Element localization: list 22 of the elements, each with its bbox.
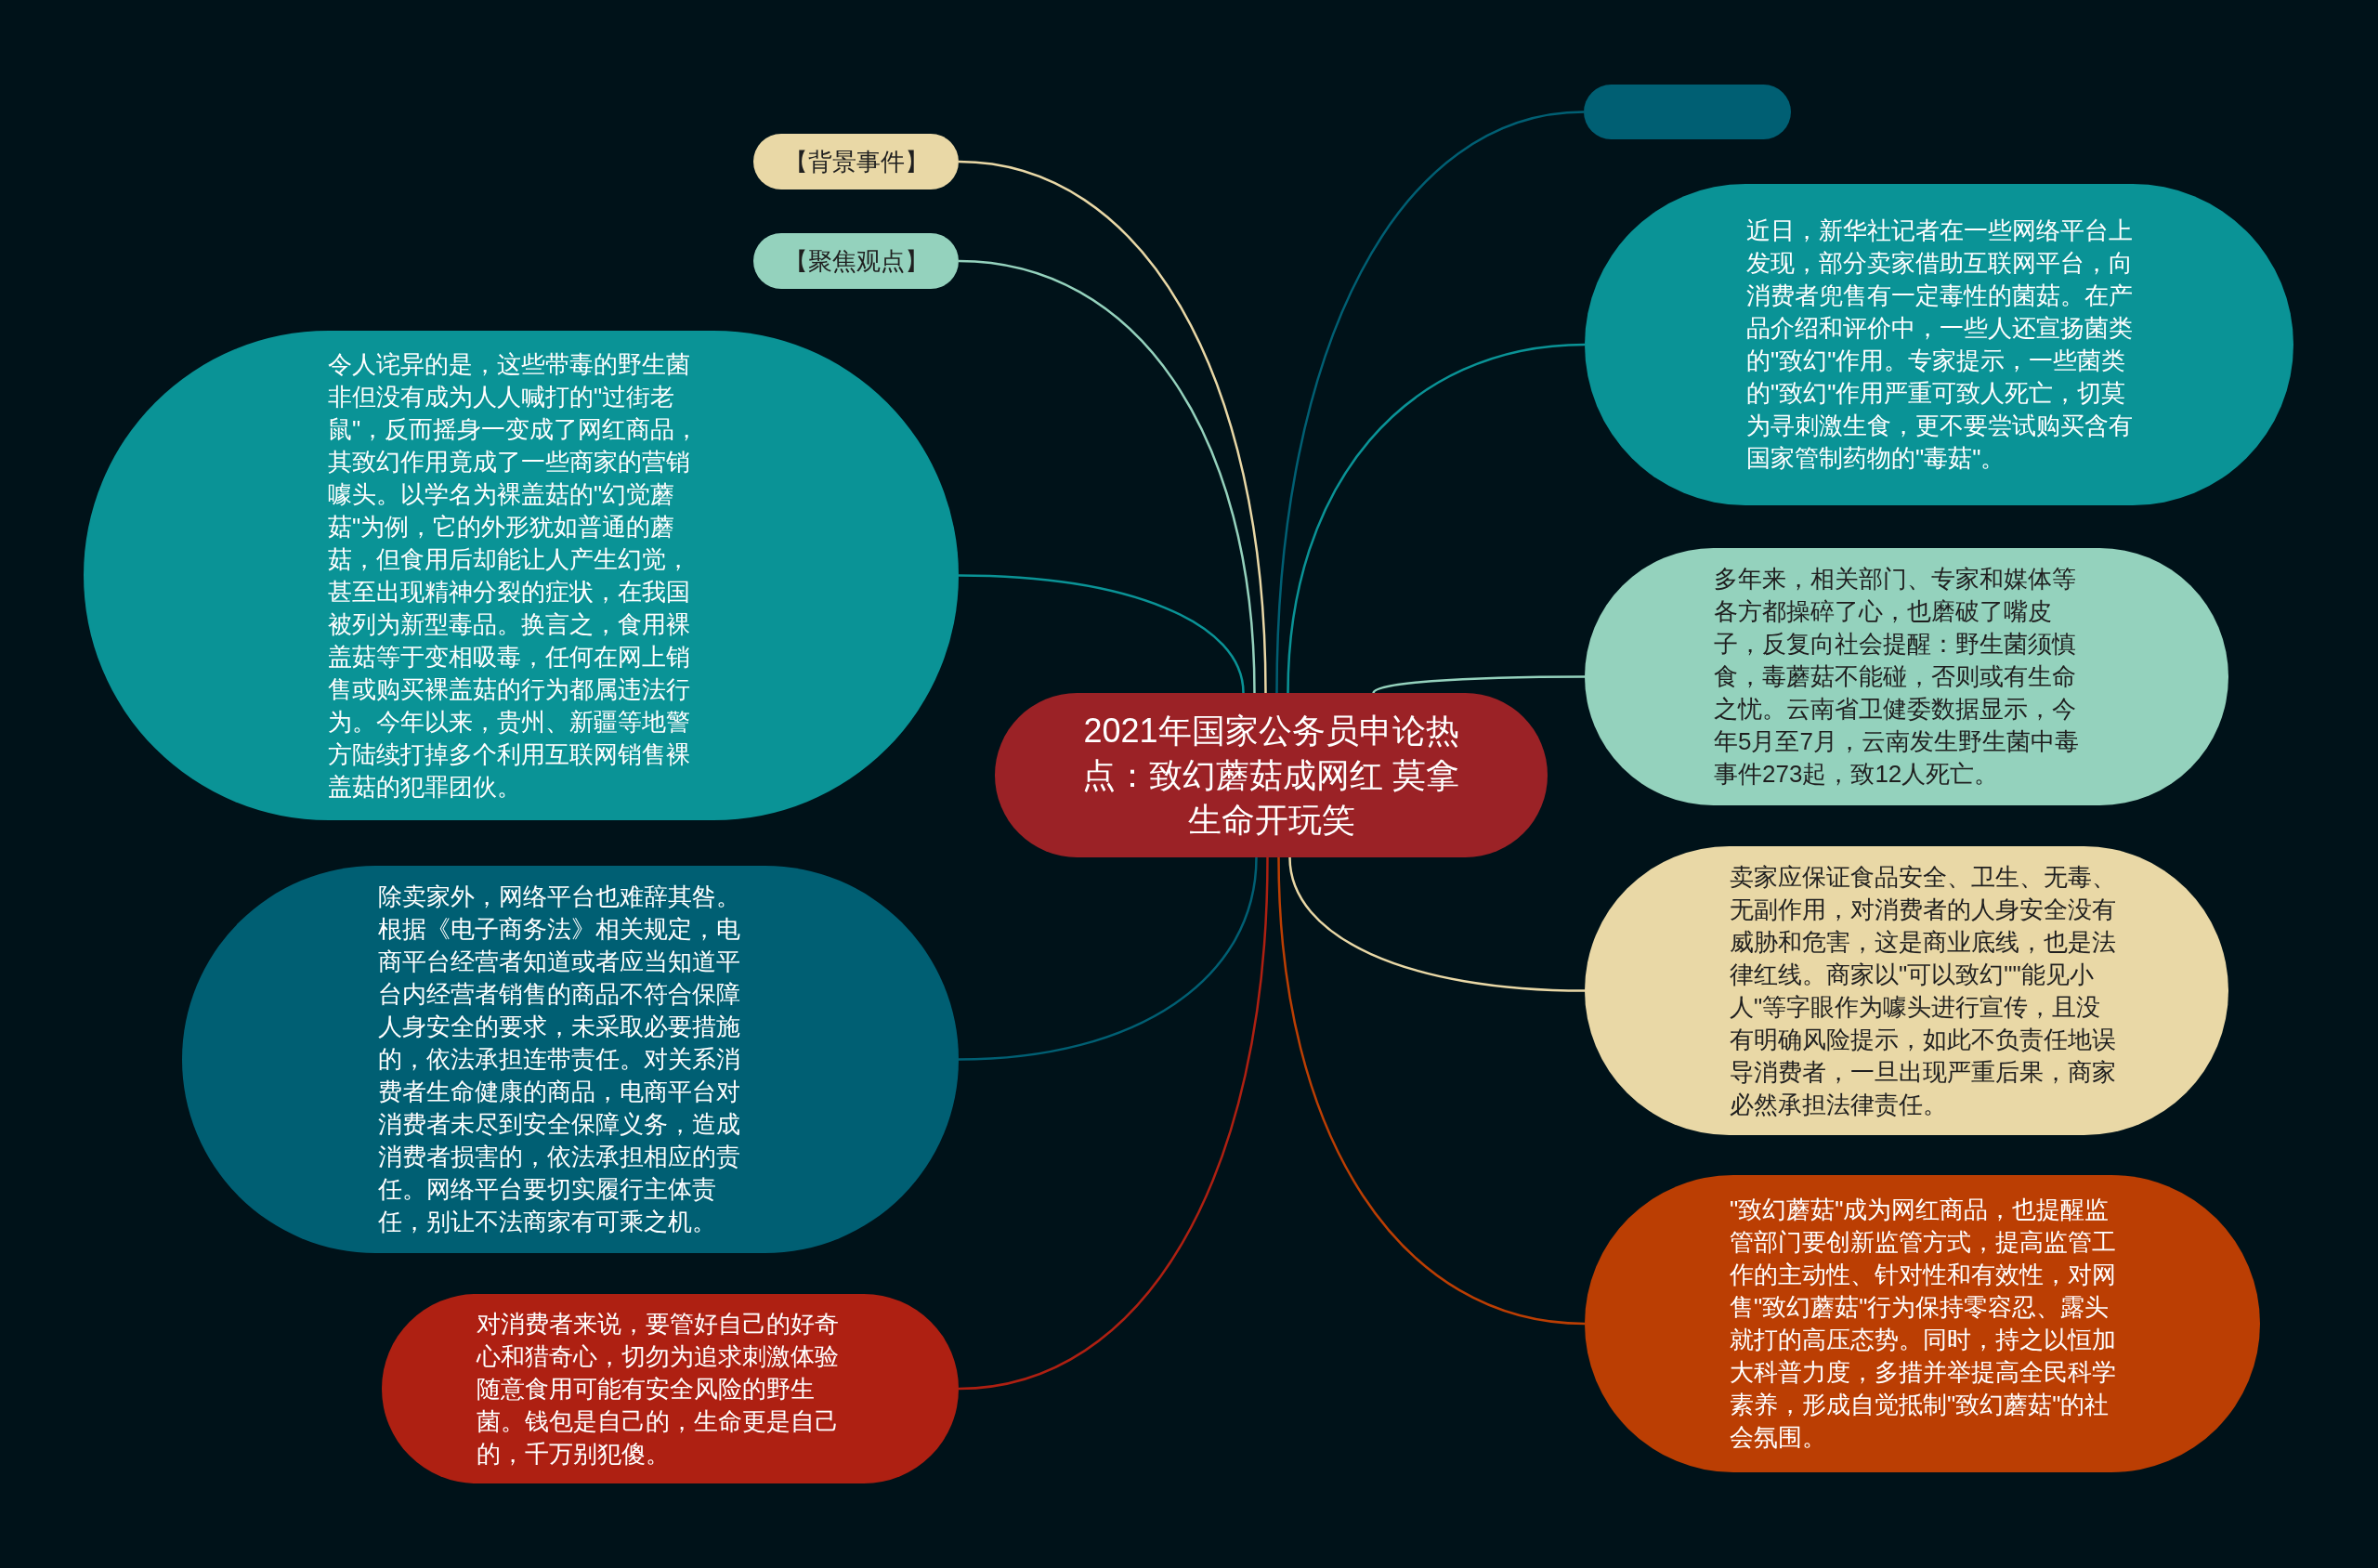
paragraph-text: 近日，新华社记者在一些网络平台上发现，部分卖家借助互联网平台，向消费者兜售有一定毒性的菌菇。在产品介绍和评价中，一些人还宣扬菌类的"致幻"作用。专家提示，一些菌类的"致幻"作用严重可致人死亡，切莫为寻刺激生食，更不要尝试购买含有国家管制药物的"毒菇"。 (1746, 216, 2134, 474)
tag-label: 【聚焦观点】 (783, 246, 929, 277)
paragraph-text: 对消费者来说，要管好自己的好奇心和猎奇心，切勿为追求刺激体验随意食用可能有安全风险的野生菌。钱包是自己的，生命更是自己的，千万别犯傻。 (477, 1308, 840, 1470)
connector-curve (1288, 856, 1586, 992)
paragraph-text: 卖家应保证食品安全、卫生、无毒、无副作用，对消费者的人身安全没有威胁和危害，这是商业底线，也是法律红线。商家以"可以致幻""能见小人"等字眼作为噱头进行宣传，且没有明确风险提示，如此不负责任地误导消费者，一旦出现严重后果，商家必然承担法律责任。 (1730, 861, 2117, 1120)
connector-curve (958, 160, 1267, 694)
connector-curve (958, 856, 1258, 1061)
connector-curve (958, 856, 1269, 1391)
category-tag (753, 233, 959, 289)
connector-curve (1275, 111, 1585, 694)
connector-curve (958, 259, 1256, 694)
category-tag (753, 134, 959, 189)
paragraph-text: 多年来，相关部门、专家和媒体等各方都操碎了心，也磨破了嘴皮子，反复向社会提醒：野生菌须慎食，毒蘑菇不能碰，否则或有生命之忧。云南省卫健委数据显示，今年5月至7月，云南发生野生菌中毒事件273起，致12人死亡。 (1714, 564, 2080, 790)
paragraph-text: "致幻蘑菇"成为网红商品，也提醒监管部门要创新监管方式，提高监管工作的主动性、针对性和有效性，对网售"致幻蘑菇"行为保持零容忍、露头就打的高压态势。同时，持之以恒加大科普力度，多措并举提高全民科学素养，形成自觉抵制"致幻蘑菇"的社会氛围。 (1730, 1195, 2117, 1453)
connector-curve (1287, 343, 1586, 694)
paragraph-text: 除卖家外，网络平台也难辞其咎。根据《电子商务法》相关规定，电商平台经营者知道或者应当知道平台内经营者销售的商品不符合保障人身安全的要求，未采取必要措施的，依法承担连带责任。对关系消费者生命健康的商品，电商平台对消费者未尽到安全保障义务，造成消费者损害的，依法承担相应的责任。网络平台要切实履行主体责任，别让不法商家有可乘之机。 (378, 882, 741, 1237)
connector-curve (1372, 675, 1585, 694)
tag-label: 【背景事件】 (783, 147, 929, 177)
topic-title: 2021年国家公务员申论热点：致幻蘑菇成网红 莫拿生命开玩笑 (1081, 710, 1461, 841)
connector-curve (958, 574, 1245, 694)
paragraph-text: 令人诧异的是，这些带毒的野生菌非但没有成为人人喊打的"过街老鼠"，反而摇身一变成了网红商品，其致幻作用竟成了一些商家的营销噱头。以学名为裸盖菇的"幻觉蘑菇"为例，它的外形犹如普通的蘑菇，但食用后却能让人产生幻觉，甚至出现精神分裂的症状，在我国被列为新型毒品。换言之，食用裸盖菇等于变相吸毒，任何在网上销售或购买裸盖菇的行为都属违法行为。今年以来，贵州、新疆等地警方陆续打掉多个利用互联网销售裸盖菇的犯罪团伙。 (328, 348, 700, 803)
connector-curve (1277, 856, 1586, 1326)
